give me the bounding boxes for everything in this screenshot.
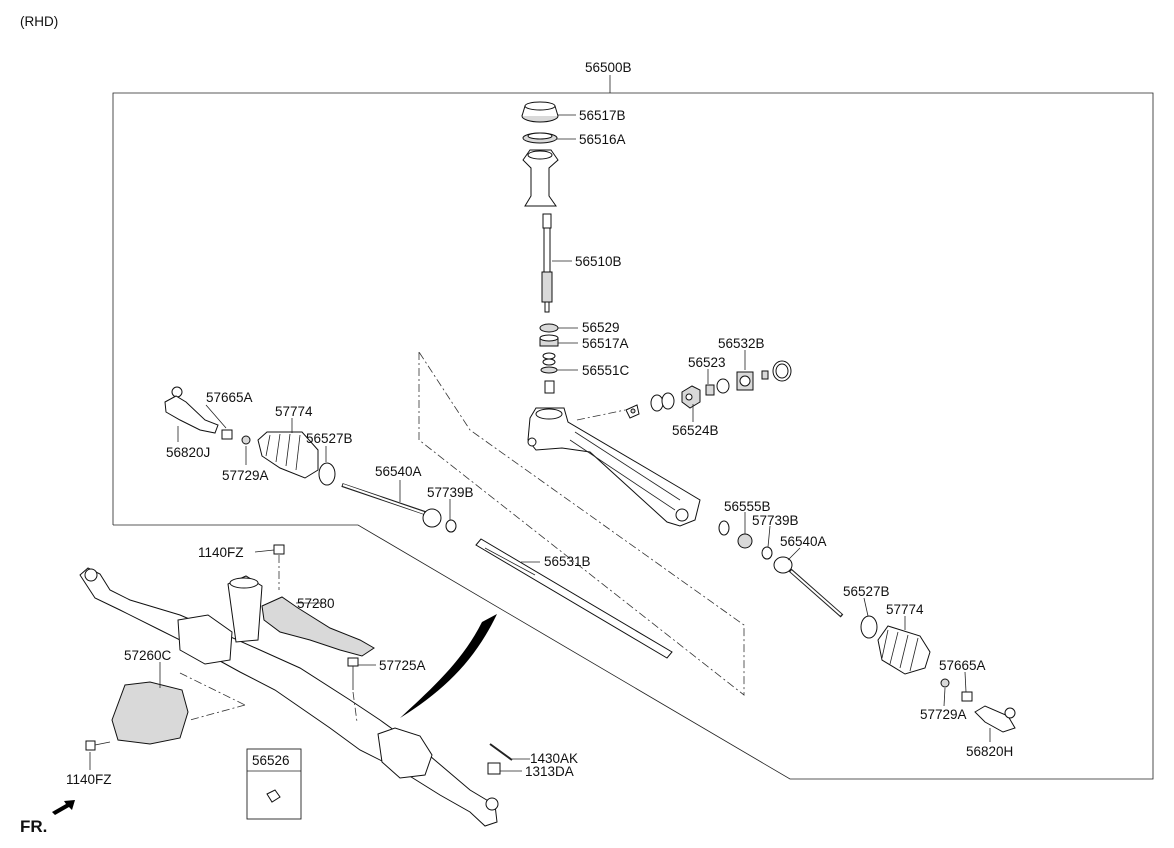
part-56517A[interactable] (539, 334, 559, 347)
callout-56510B[interactable]: 56510B (575, 254, 622, 269)
part-56510B-housing[interactable] (522, 149, 559, 207)
part-57739B-r[interactable] (761, 546, 773, 560)
front-arrow-icon (52, 800, 75, 815)
part-56516A[interactable] (522, 132, 558, 144)
part-56529[interactable] (539, 323, 559, 333)
callout-56820J[interactable]: 56820J (166, 445, 210, 460)
callout-labels: 56517B 56516A 56510B 56529 56517A 56551C… (66, 108, 1013, 787)
callout-57729A-left[interactable]: 57729A (222, 468, 269, 483)
part-56532B[interactable] (736, 371, 754, 391)
part-56540A-r[interactable] (773, 556, 844, 618)
callout-56555B[interactable]: 56555B (724, 499, 771, 514)
part-57774-l[interactable] (257, 431, 319, 479)
part-oring-small[interactable] (716, 378, 730, 394)
callout-57665A-left[interactable]: 57665A (206, 390, 253, 405)
part-56820H[interactable] (974, 705, 1016, 733)
part-washers[interactable] (542, 352, 556, 366)
bolt-1140FZ-top[interactable] (273, 544, 285, 590)
callout-56531B[interactable]: 56531B (544, 554, 591, 569)
part-1313DA[interactable] (487, 762, 501, 775)
bolt-57725A[interactable] (347, 657, 359, 723)
part-clip[interactable] (625, 404, 640, 419)
callout-56540A-left[interactable]: 56540A (375, 464, 422, 479)
callout-57260C[interactable]: 57260C (124, 648, 172, 663)
assembly-arrow (400, 614, 497, 718)
callout-1140FZ-bottom[interactable]: 1140FZ (66, 772, 112, 787)
inset-box-56526[interactable] (246, 748, 302, 820)
part-pin[interactable] (544, 380, 555, 394)
callout-56527B-left[interactable]: 56527B (306, 431, 353, 446)
callout-56524B[interactable]: 56524B (672, 423, 719, 438)
part-57665A-r[interactable] (961, 691, 973, 702)
callout-56517A[interactable]: 56517A (582, 336, 629, 351)
assembly-label[interactable]: 56500B (585, 60, 632, 75)
part-56555B-oring[interactable] (718, 520, 730, 536)
front-label: FR. (20, 817, 47, 836)
variant-label: (RHD) (20, 14, 58, 29)
callout-57725A[interactable]: 57725A (379, 658, 426, 673)
part-56540A-l[interactable] (341, 483, 442, 528)
front-direction (52, 800, 75, 815)
callout-57739B-right[interactable]: 57739B (752, 513, 799, 528)
callout-56529[interactable]: 56529 (582, 320, 620, 335)
part-57774-r[interactable] (877, 625, 931, 675)
leader-lines (89, 114, 991, 772)
callout-57739B-left[interactable]: 57739B (427, 485, 474, 500)
callout-56532B[interactable]: 56532B (718, 336, 765, 351)
part-orings-yoke[interactable] (650, 392, 675, 412)
part-57739B-l[interactable] (445, 519, 457, 533)
assembly-frame (112, 75, 1154, 780)
callout-1140FZ-top[interactable]: 1140FZ (198, 545, 244, 560)
callout-57280[interactable]: 57280 (297, 596, 335, 611)
callout-57774-left[interactable]: 57774 (275, 404, 313, 419)
callout-1430AK[interactable]: 1430AK (530, 751, 578, 766)
part-57729A-l[interactable] (241, 435, 251, 445)
callout-56540A-right[interactable]: 56540A (780, 534, 827, 549)
assembled-rack[interactable] (79, 567, 499, 827)
part-56523[interactable] (705, 384, 715, 396)
callout-57774-right[interactable]: 57774 (886, 602, 924, 617)
part-56510B-shaft[interactable] (541, 213, 553, 313)
part-56820J[interactable] (164, 386, 219, 434)
part-56555B[interactable] (737, 533, 753, 549)
callout-56523[interactable]: 56523 (688, 355, 726, 370)
part-57729A-r[interactable] (940, 678, 950, 688)
callout-1313DA[interactable]: 1313DA (525, 764, 574, 779)
part-56524B[interactable] (681, 385, 701, 409)
part-56517B[interactable] (521, 101, 559, 123)
part-56551C[interactable] (540, 366, 558, 374)
part-ring-large[interactable] (772, 360, 792, 382)
part-57260C[interactable] (111, 681, 189, 745)
callout-57729A-right[interactable]: 57729A (920, 707, 967, 722)
bolt-1140FZ-bottom[interactable] (85, 740, 111, 751)
part-57280[interactable] (261, 596, 375, 657)
part-57665A-l[interactable] (221, 429, 233, 440)
callout-56820H[interactable]: 56820H (966, 744, 1013, 759)
callout-57665A-right[interactable]: 57665A (939, 658, 986, 673)
part-56527B-l[interactable] (318, 462, 336, 486)
rack-housing[interactable] (527, 407, 701, 527)
callout-56516A[interactable]: 56516A (579, 132, 626, 147)
part-1430AK[interactable] (489, 743, 513, 761)
callout-56517B[interactable]: 56517B (579, 108, 626, 123)
part-56531B[interactable] (475, 538, 673, 659)
callout-56527B-right[interactable]: 56527B (843, 584, 890, 599)
part-56527B-r[interactable] (860, 615, 878, 639)
callout-56551C[interactable]: 56551C (582, 363, 630, 378)
part-plug[interactable] (761, 370, 769, 380)
callout-56526[interactable]: 56526 (252, 753, 290, 768)
